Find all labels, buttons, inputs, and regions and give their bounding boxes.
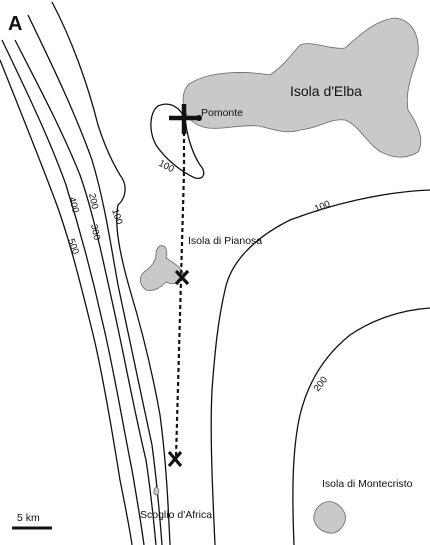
pomonte-label: Pomonte — [201, 107, 243, 119]
depth-label-200-west: 200 — [86, 192, 100, 210]
depth-label-300: 300 — [88, 223, 102, 241]
depth-label-100-east: 100 — [313, 199, 332, 215]
contour-100-west — [51, 1, 171, 545]
contour-400 — [1, 39, 145, 545]
elba-label: Isola d'Elba — [290, 83, 362, 99]
scale-bar-label: 5 km — [17, 512, 40, 524]
depth-label-100-elba: 100 — [157, 158, 176, 175]
contour-200-west — [27, 14, 163, 545]
scoglio-africa-islet — [153, 487, 160, 496]
panel-label: A — [8, 13, 22, 35]
x-marker-icon — [167, 450, 183, 468]
pianosa-label: Isola di Pianosa — [188, 235, 262, 247]
montecristo-label: Isola di Montecristo — [322, 478, 413, 490]
pomonte-dot — [196, 115, 202, 121]
depth-label-500: 500 — [65, 237, 81, 256]
contour-200-east — [292, 307, 430, 545]
cross-marker-icon — [169, 104, 199, 134]
contour-100-east — [210, 189, 430, 545]
depth-label-400: 400 — [66, 196, 81, 214]
montecristo-island — [313, 501, 346, 534]
africa-label: Scoglio d'Africa — [140, 509, 212, 521]
transect-line — [174, 171, 186, 459]
x-marker-icon — [174, 269, 190, 286]
contour-300 — [14, 39, 157, 545]
depth-label-100-west: 100 — [109, 208, 124, 226]
pianosa-island — [140, 245, 185, 291]
elba-island — [182, 17, 422, 158]
contour-500 — [0, 59, 133, 545]
